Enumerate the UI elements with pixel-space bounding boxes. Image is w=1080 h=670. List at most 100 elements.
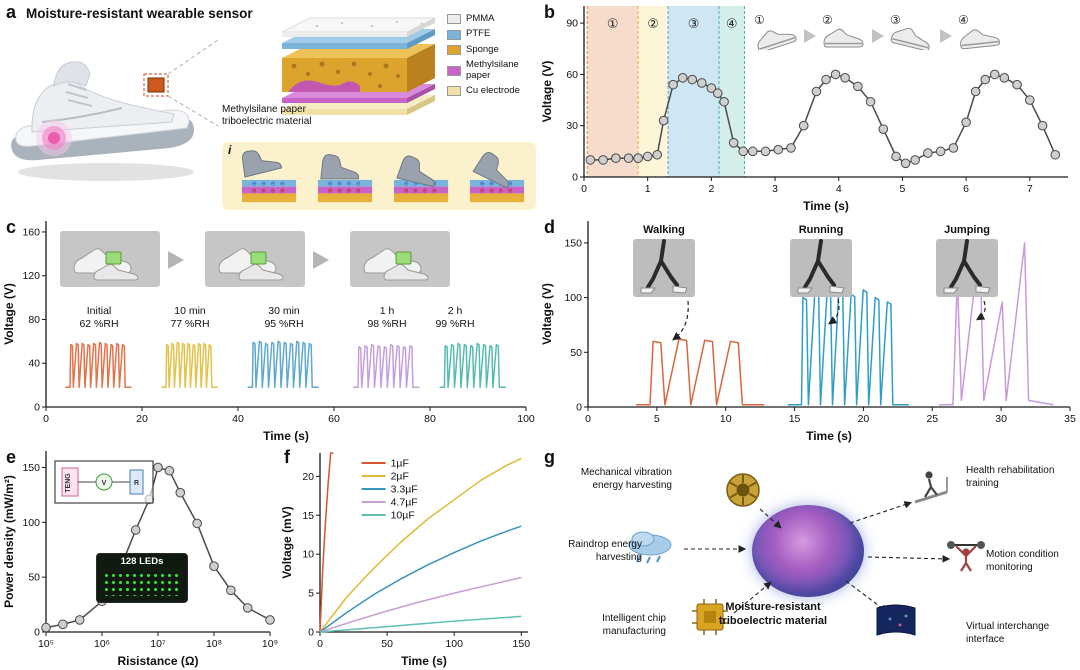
legend-label: PTFE <box>466 28 491 40</box>
shoe-icon <box>960 29 1001 50</box>
legend-item-pmma: PMMA <box>447 13 537 25</box>
svg-text:4: 4 <box>836 183 842 195</box>
contact-stage-1-icon: ⊖ ⊖ ⊖ ⊖⊕ ⊕ ⊕ ⊕ <box>241 150 297 203</box>
svg-text:⊖ ⊖ ⊖ ⊖: ⊖ ⊖ ⊖ ⊖ <box>252 182 286 188</box>
svg-text:20: 20 <box>858 413 870 425</box>
svg-text:⊖ ⊖ ⊖ ⊖: ⊖ ⊖ ⊖ ⊖ <box>404 182 438 188</box>
svg-text:Voltage (V): Voltage (V) <box>2 283 16 345</box>
svg-text:20: 20 <box>136 413 148 425</box>
svg-text:15: 15 <box>789 413 801 425</box>
ptfe-swatch <box>447 29 461 40</box>
jumping-label: Jumping <box>944 224 990 236</box>
svg-text:Voltage (mV): Voltage (mV) <box>280 506 294 578</box>
motion-photo-2 <box>790 239 852 297</box>
svg-text:0: 0 <box>581 183 587 195</box>
svg-text:10⁸: 10⁸ <box>206 638 222 650</box>
circuit-inset: TENG V R <box>52 455 156 509</box>
panel-label-g: g <box>544 447 555 467</box>
svg-text:40: 40 <box>28 358 40 370</box>
walking-label: Walking <box>643 224 685 236</box>
shoe-icon <box>757 30 797 50</box>
motion-monitoring-label: Motion condition monitoring <box>986 549 1059 573</box>
pmma-sparkles <box>315 20 424 28</box>
panel-label-c: c <box>6 217 17 237</box>
svg-text:0: 0 <box>43 413 49 425</box>
svg-text:10⁷: 10⁷ <box>150 638 166 650</box>
mechanism-stages: ⊖ ⊖ ⊖ ⊖⊕ ⊕ ⊕ ⊕⊖ ⊖ ⊖ ⊖⊕ ⊕ ⊕ ⊕⊖ ⊖ ⊖ ⊖⊕ ⊕ ⊕… <box>236 146 532 208</box>
svg-text:160: 160 <box>22 226 40 238</box>
foot-icon <box>396 155 435 188</box>
running-label: Running <box>798 224 844 236</box>
step-number: ④ <box>958 13 969 27</box>
legend-item-cu: Cu electrode <box>447 85 537 97</box>
rain-cloud-icon <box>628 531 672 564</box>
svg-text:0: 0 <box>572 172 578 184</box>
motion-photo-1 <box>633 239 695 297</box>
sponge-swatch <box>447 45 461 56</box>
arrow-right-icon <box>940 29 952 43</box>
panel-label-d: d <box>544 217 555 237</box>
svg-text:⊕ ⊕ ⊕ ⊕: ⊕ ⊕ ⊕ ⊕ <box>480 188 514 194</box>
svg-text:60: 60 <box>328 413 340 425</box>
svg-text:150: 150 <box>513 638 531 650</box>
svg-text:15: 15 <box>302 510 314 522</box>
led-count-label: 128 LEDs <box>120 556 164 567</box>
svg-text:Risistance (Ω): Risistance (Ω) <box>118 654 199 668</box>
curved-screen-icon <box>876 604 916 636</box>
shoe-icon <box>890 27 930 50</box>
svg-text:0: 0 <box>34 627 40 639</box>
svg-text:90: 90 <box>566 18 578 30</box>
layer-stack-diagram <box>281 17 436 115</box>
chip-manufacturing-label: Intelligent chip manufacturing <box>602 613 666 637</box>
svg-text:10: 10 <box>720 413 732 425</box>
svg-text:Voltage (V): Voltage (V) <box>540 61 554 123</box>
svg-text:⊖ ⊖ ⊖ ⊖: ⊖ ⊖ ⊖ ⊖ <box>480 182 514 188</box>
svg-text:80: 80 <box>424 413 436 425</box>
material-legend: PMMA PTFE Sponge Methylsilane paper Cu e… <box>447 13 537 102</box>
panel-a: a Moisture-resistant wearable sensor <box>0 0 538 215</box>
svg-text:50: 50 <box>381 638 393 650</box>
sensor-chip-icon <box>143 39 218 127</box>
svg-text:50: 50 <box>570 347 582 359</box>
panel-a-title: Moisture-resistant wearable sensor <box>26 6 253 21</box>
svg-text:Power density (mW/m²): Power density (mW/m²) <box>2 475 16 608</box>
arrow-right-icon <box>168 251 184 269</box>
svg-text:④: ④ <box>726 16 738 31</box>
svg-text:①: ① <box>607 16 619 31</box>
humidity-test-photo-1 <box>60 231 160 287</box>
resistor-label: R <box>134 480 139 487</box>
methylsilane-swatch <box>447 65 461 76</box>
teng-label: TENG <box>65 473 72 493</box>
arrow-right-icon <box>872 29 884 43</box>
treadmill-icon <box>914 471 948 504</box>
svg-text:②: ② <box>647 16 659 31</box>
svg-text:100: 100 <box>22 517 40 529</box>
humidity-test-photo-2 <box>205 231 305 287</box>
chip-icon <box>692 599 728 635</box>
svg-text:7: 7 <box>1027 183 1033 195</box>
svg-text:60: 60 <box>566 69 578 81</box>
svg-text:0: 0 <box>576 402 582 414</box>
svg-text:4.7µF: 4.7µF <box>391 497 418 509</box>
svg-text:2: 2 <box>708 183 714 195</box>
svg-text:30: 30 <box>566 120 578 132</box>
svg-text:40: 40 <box>232 413 244 425</box>
glow-spot <box>36 120 72 156</box>
turbine-icon <box>726 473 760 507</box>
svg-text:10⁶: 10⁶ <box>94 638 110 650</box>
svg-text:5: 5 <box>654 413 660 425</box>
svg-text:100: 100 <box>445 638 463 650</box>
svg-text:20: 20 <box>302 471 314 483</box>
legend-item-ptfe: PTFE <box>447 28 537 40</box>
pmma-swatch <box>447 14 461 25</box>
svg-text:Time (s): Time (s) <box>806 429 852 443</box>
svg-text:5: 5 <box>899 183 905 195</box>
application-schematic <box>628 471 985 636</box>
